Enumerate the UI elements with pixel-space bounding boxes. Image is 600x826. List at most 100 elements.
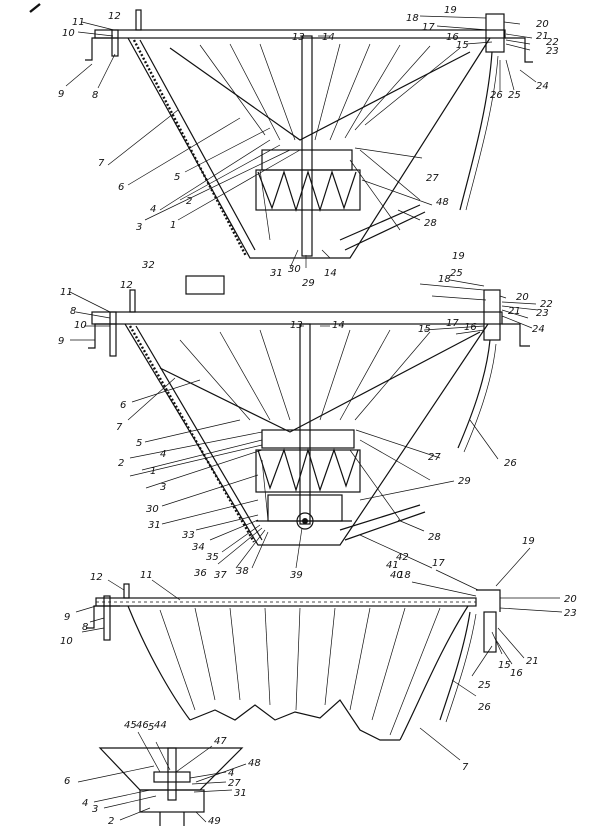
fig1-right-flap xyxy=(459,51,493,211)
fig1-label-3: 3 xyxy=(136,222,142,233)
fig4-label-6: 6 xyxy=(64,776,70,787)
fig3-label-21: 21 xyxy=(526,656,539,667)
fig2-label-34: 34 xyxy=(192,542,205,553)
fig2-label-23: 23 xyxy=(536,308,549,319)
fig2-label-31: 31 xyxy=(148,520,161,531)
fig1-label-20: 20 xyxy=(536,19,549,30)
fig3-left-bolt xyxy=(103,595,111,641)
fig1-label-31: 31 xyxy=(270,268,283,279)
fig1-right-spring xyxy=(485,13,505,53)
fig4-label-2: 2 xyxy=(108,816,114,826)
fig4-label-46: 46 xyxy=(136,720,149,731)
fig2-right-bracket xyxy=(502,323,530,347)
fig2-label-42: 42 xyxy=(396,552,409,563)
fig2-label-40: 40 xyxy=(390,570,403,581)
fig2-top-plate xyxy=(91,311,503,325)
fig4-collar xyxy=(153,771,191,783)
fig2-post xyxy=(129,289,136,313)
fig2-label-13: 13 xyxy=(290,320,303,331)
fig1-label-2: 2 xyxy=(186,196,192,207)
fig3-label-10: 10 xyxy=(60,636,73,647)
fig2-hub xyxy=(261,429,355,449)
fig2-label-1: 1 xyxy=(150,466,156,477)
fig2-cone-hatch xyxy=(128,325,256,543)
fig2-label-3: 3 xyxy=(160,482,166,493)
fig1-right-flap-2 xyxy=(465,55,499,211)
fig2-discharge-strip xyxy=(339,504,426,541)
fig2-label-22: 22 xyxy=(540,299,553,310)
fig2-label-6: 6 xyxy=(120,400,126,411)
fig1-label-14: 14 xyxy=(322,32,335,43)
fig2-label-30: 30 xyxy=(146,504,159,515)
fig3-label-9: 9 xyxy=(64,612,70,623)
fig2-label-12: 12 xyxy=(120,280,133,291)
fig2-label-21: 21 xyxy=(508,306,521,317)
fig1-label-21: 21 xyxy=(536,31,549,42)
fig4-label-3: 3 xyxy=(92,804,98,815)
fig2-label-11: 11 xyxy=(60,287,73,298)
fig2-label-41: 41 xyxy=(386,560,399,571)
fig4-label-47: 47 xyxy=(214,736,227,747)
fig2-label-27: 27 xyxy=(428,452,441,463)
fig3-label-7: 7 xyxy=(462,762,469,773)
fig1-labels: 11 12 10 9 8 7 6 5 4 3 2 1 13 14 27 48 2… xyxy=(58,5,559,289)
fig1-label-24: 24 xyxy=(536,81,549,92)
fig2-label-29: 29 xyxy=(458,476,471,487)
fig2-label-36: 36 xyxy=(194,568,207,579)
fig3-label-25: 25 xyxy=(478,680,491,691)
fig3-ribs xyxy=(159,607,441,736)
fig1-label-25: 25 xyxy=(508,90,521,101)
fig2-label-10: 10 xyxy=(74,320,87,331)
fig1-ribs xyxy=(199,43,461,241)
fig2-label-5: 5 xyxy=(136,438,142,449)
fig2-right-spring xyxy=(483,289,501,341)
fig2-box-32 xyxy=(185,275,225,295)
fig1-label-10: 10 xyxy=(62,28,75,39)
fig2-label-20: 20 xyxy=(516,292,529,303)
fig1-label-17: 17 xyxy=(422,22,435,33)
fig1-inner-cone xyxy=(169,47,471,141)
fig2-sawtooth xyxy=(257,447,359,493)
fig2-label-17: 17 xyxy=(446,318,459,329)
fig2-label-28: 28 xyxy=(428,532,441,543)
fig1-label-48: 48 xyxy=(436,197,449,208)
fig2-left-bracket xyxy=(88,323,116,349)
fig2-label-19: 19 xyxy=(452,251,465,262)
fig1-hub-lower xyxy=(255,169,361,211)
fig4-lower-shaft xyxy=(159,812,185,826)
fig4-label-31: 31 xyxy=(234,788,247,799)
fig1-label-27: 27 xyxy=(426,173,439,184)
fig1-left-bolt xyxy=(111,29,119,57)
fig3-label-19: 19 xyxy=(522,536,535,547)
fig2-right-flap-2 xyxy=(463,343,497,453)
fig2-label-39: 39 xyxy=(290,570,303,581)
fig3-right-bracket xyxy=(476,589,501,612)
fig1-left-bracket xyxy=(85,37,118,61)
fig1-label-18: 18 xyxy=(406,13,419,24)
fig1-label-22: 22 xyxy=(546,37,559,48)
fig4-inner-cone xyxy=(98,747,244,791)
fig1-label-30: 30 xyxy=(288,264,301,275)
fig2-label-33: 33 xyxy=(182,530,195,541)
fig3-label-16: 16 xyxy=(510,668,523,679)
fig1-label-28: 28 xyxy=(424,218,437,229)
fig2-ribs xyxy=(179,329,431,521)
fig3-label-8: 8 xyxy=(82,622,88,633)
fig3-label-20: 20 xyxy=(564,594,577,605)
fig3-torn-edge xyxy=(189,699,400,741)
fig1-label-8: 8 xyxy=(92,90,98,101)
fig3-label-15: 15 xyxy=(498,660,511,671)
fig1-label-1: 1 xyxy=(170,220,176,231)
fig4-label-44: 44 xyxy=(154,720,167,731)
fig2-right-flap xyxy=(457,339,491,449)
fig1-label-26: 26 xyxy=(490,90,503,101)
fig1-label-16: 16 xyxy=(446,32,459,43)
fig4-label-48: 48 xyxy=(248,758,261,769)
fig1-label-9: 9 xyxy=(58,89,64,100)
fig2-label-35: 35 xyxy=(206,552,219,563)
fig3-right-flap xyxy=(439,611,471,721)
fig1-sawtooth xyxy=(257,170,357,212)
fig1-label-29: 29 xyxy=(302,278,315,289)
fig3-post xyxy=(123,583,130,599)
